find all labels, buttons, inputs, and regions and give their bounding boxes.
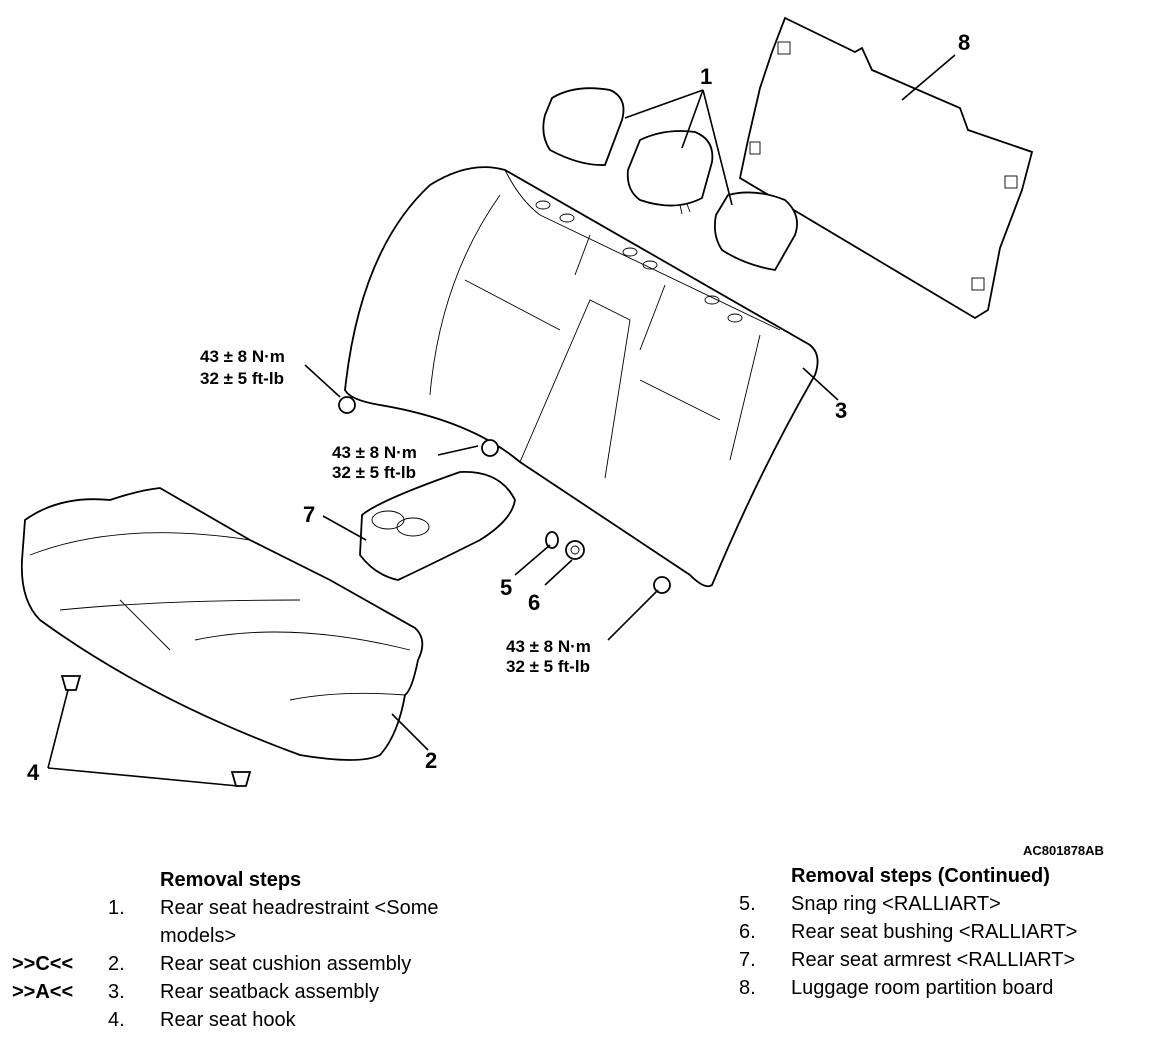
torque-ftlb: 32 ± 5 ft-lb [200,369,284,388]
snap-ring [545,531,559,549]
removal-steps-continued-heading: Removal steps (Continued) [791,865,1050,887]
step-text: Rear seat bushing <RALLIART> [791,921,1078,943]
torque-nm: 43 ± 8 N·m [332,443,417,462]
step-text: Rear seat cushion assembly [160,953,412,975]
torque-ftlb: 32 ± 5 ft-lb [506,657,590,676]
rear-seat-cushion [20,487,424,761]
removal-steps-heading: Removal steps [160,869,302,891]
callout-4: 4 [27,760,40,785]
rear-seatback [344,166,819,588]
step-number: 3. [108,981,125,1003]
step-number: 4. [108,1009,125,1031]
step-text: Snap ring <RALLIART> [791,893,1001,915]
callout-3: 3 [835,398,847,423]
step-tag: >>C<< [12,953,74,975]
step-text: Luggage room partition board [791,977,1054,999]
step-text: Rear seatback assembly [160,981,379,1003]
rear-seat-armrest [359,471,516,581]
step-text: Rear seat headrestraint <Some [160,897,439,919]
seat-hook-icon [60,675,82,691]
step-tag: >>A<< [12,981,74,1003]
callout-6: 6 [528,590,540,615]
callout-1: 1 [700,64,712,89]
figure-id: AC801878AB [1023,843,1104,858]
removal-steps-list: Removal steps 1. Rear seat headrestraint… [0,866,560,1046]
step-number: 6. [739,921,756,943]
step-number: 5. [739,893,756,915]
step-text-continued: models> [160,925,237,947]
step-text: Rear seat armrest <RALLIART> [791,949,1076,971]
partition-board [738,16,1034,320]
callout-2: 2 [425,748,437,773]
bolt-icon [481,439,499,457]
headrestraints [542,87,798,271]
torque-nm: 43 ± 8 N·m [506,637,591,656]
callout-5: 5 [500,575,512,600]
seat-hook-icon [230,771,252,787]
step-number: 1. [108,897,125,919]
step-number: 7. [739,949,756,971]
bolt-icon [653,576,671,594]
torque-ftlb: 32 ± 5 ft-lb [332,463,416,482]
step-number: 8. [739,977,756,999]
rear-seat-bushing [565,540,585,560]
removal-steps-continued-list: Removal steps (Continued) 5. Snap ring <… [720,862,1150,1012]
callout-7: 7 [303,502,315,527]
bolt-icon [338,396,356,414]
step-number: 2. [108,953,125,975]
callout-8: 8 [958,30,970,55]
exploded-view-diagram: 1 8 3 2 4 7 5 6 43 ± 8 N·m 32 ± 5 ft-lb … [20,16,1104,858]
step-text: Rear seat hook [160,1009,296,1031]
torque-nm: 43 ± 8 N·m [200,347,285,366]
